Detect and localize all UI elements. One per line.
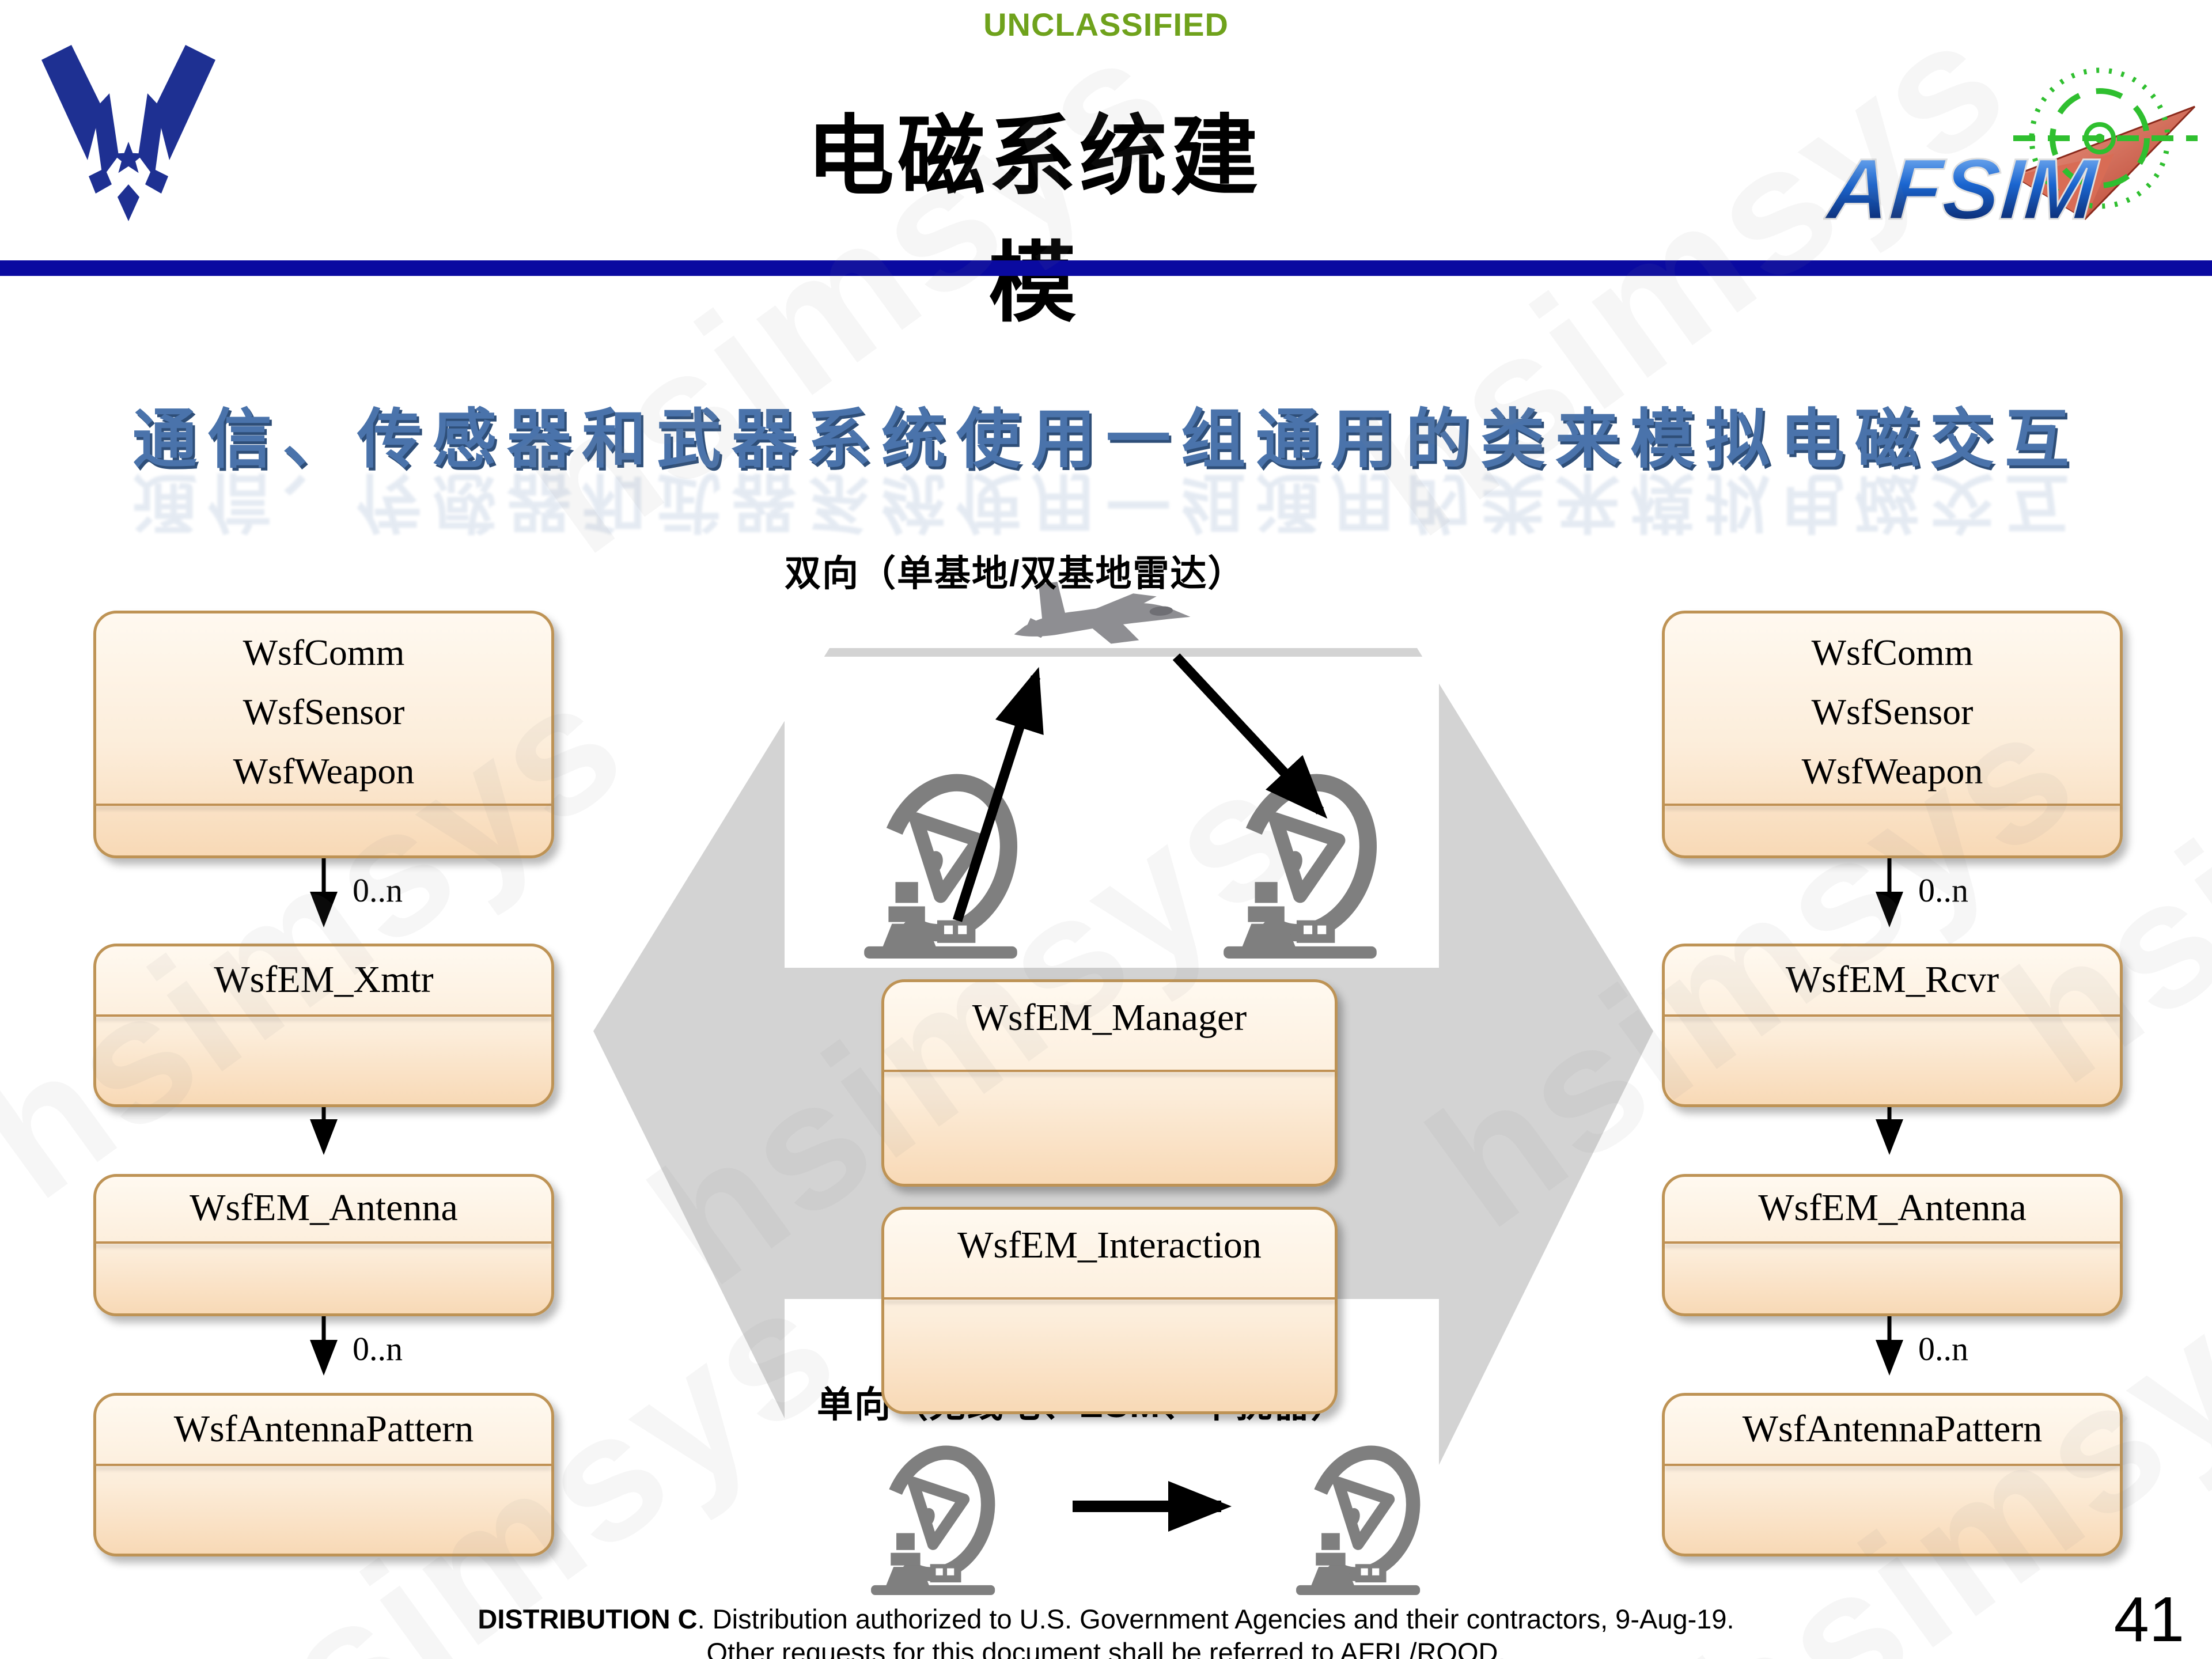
header-rule: [0, 260, 2212, 276]
multiplicity-label: 0..n: [1918, 1330, 1968, 1368]
class-name: WsfComm: [1811, 632, 1974, 673]
afsim-logo-icon: AFSIM: [1823, 67, 2198, 238]
compartment-divider: [96, 804, 551, 806]
afsim-logo-text: AFSIM: [1823, 141, 2101, 237]
class-name: WsfEM_Rcvr: [1785, 959, 1999, 1001]
class-name: WsfAntennaPattern: [1742, 1408, 2043, 1450]
class-box-lines: WsfComm WsfSensor WsfWeapon: [96, 623, 551, 801]
class-name: WsfEM_Antenna: [1758, 1187, 2027, 1229]
class-name: WsfComm: [243, 632, 405, 673]
class-box-right-platform: WsfComm WsfSensor WsfWeapon: [1662, 611, 2123, 858]
distribution-bold: DISTRIBUTION C: [478, 1604, 698, 1634]
class-box-lines: WsfComm WsfSensor WsfWeapon: [1665, 623, 2120, 801]
radar-dish-icon-top-right: [1217, 771, 1391, 959]
class-box-left-pattern: WsfAntennaPattern: [93, 1393, 554, 1556]
distribution-rest: . Distribution authorized to U.S. Govern…: [697, 1604, 1734, 1634]
class-box-left-antenna: WsfEM_Antenna: [93, 1174, 554, 1316]
class-box-right-receiver: WsfEM_Rcvr: [1662, 944, 2123, 1107]
compartment-divider: [1665, 1464, 2120, 1466]
bidirectional-label: 双向（单基地/双基地雷达）: [785, 554, 1245, 594]
multiplicity-label: 0..n: [1918, 872, 1968, 909]
class-name: WsfAntennaPattern: [173, 1408, 474, 1450]
compartment-divider: [1665, 804, 2120, 806]
radar-dish-icon-bottom-right: [1290, 1443, 1431, 1595]
compartment-divider: [1665, 1241, 2120, 1244]
compartment-divider: [96, 1241, 551, 1244]
distribution-line1: DISTRIBUTION C. Distribution authorized …: [0, 1603, 2212, 1636]
page-number: 41: [2113, 1584, 2184, 1655]
distribution-statement: DISTRIBUTION C. Distribution authorized …: [0, 1603, 2212, 1659]
compartment-divider: [96, 1464, 551, 1466]
subtitle: 通信、传感器和武器系统使用一组通用的类来模拟电磁交互: [132, 404, 2080, 476]
class-name: WsfEM_Xmtr: [214, 959, 434, 1001]
multiplicity-label: 0..n: [353, 1330, 403, 1368]
multiplicity-label: 0..n: [353, 872, 403, 909]
usaf-logo-icon: [41, 45, 215, 221]
distribution-line2: Other requests for this document shall b…: [706, 1637, 1506, 1659]
class-name: WsfEM_Antenna: [190, 1187, 458, 1229]
compartment-divider: [884, 1070, 1335, 1072]
class-name: WsfEM_Interaction: [957, 1224, 1262, 1266]
compartment-divider: [96, 1014, 551, 1017]
compartment-divider: [884, 1297, 1335, 1300]
class-name: WsfEM_Manager: [972, 997, 1247, 1039]
class-name: WsfSensor: [1811, 691, 1974, 732]
page-title: 电磁系统建模: [806, 109, 1262, 332]
class-box-left-transmitter: WsfEM_Xmtr: [93, 944, 554, 1107]
class-box-right-antenna: WsfEM_Antenna: [1662, 1174, 2123, 1316]
classification-banner: UNCLASSIFIED: [983, 6, 1229, 43]
class-box-left-platform: WsfComm WsfSensor WsfWeapon: [93, 611, 554, 858]
class-name: WsfWeapon: [1801, 751, 1983, 791]
class-name: WsfWeapon: [233, 751, 415, 791]
subtitle-reflection: 通信、传感器和武器系统使用一组通用的类来模拟电磁交互: [132, 465, 2080, 537]
class-box-right-pattern: WsfAntennaPattern: [1662, 1393, 2123, 1556]
class-box-manager: WsfEM_Manager: [881, 979, 1338, 1187]
class-box-interaction: WsfEM_Interaction: [881, 1207, 1338, 1414]
radar-dish-icon-bottom-left: [865, 1443, 1006, 1595]
class-name: WsfSensor: [243, 691, 405, 732]
radar-dish-icon-top-left: [857, 771, 1031, 959]
compartment-divider: [1665, 1014, 2120, 1017]
target-reticle-icon: [2013, 67, 2198, 209]
